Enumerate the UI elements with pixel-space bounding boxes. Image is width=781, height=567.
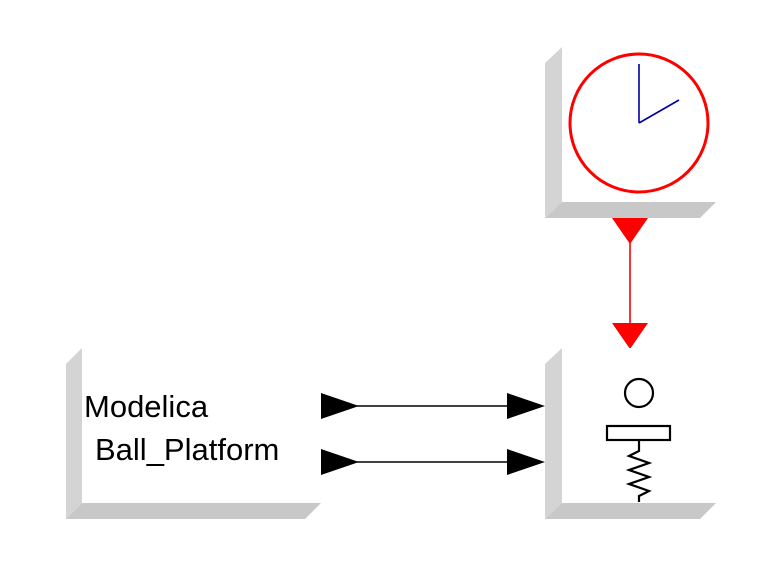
modelica-block-bevel-left bbox=[66, 348, 82, 519]
modelica-output-port-1[interactable] bbox=[321, 393, 359, 419]
clock-icon bbox=[568, 52, 710, 194]
clock-minute-hand bbox=[638, 99, 680, 124]
event-output-port[interactable] bbox=[612, 218, 648, 244]
clock-block-bevel-bottom bbox=[545, 202, 716, 218]
ball-spring-block-bevel-left bbox=[545, 348, 562, 519]
regular-link-1[interactable] bbox=[321, 393, 545, 419]
ball-spring-block[interactable] bbox=[545, 348, 716, 519]
clock-face-ring bbox=[568, 52, 710, 194]
clock-block[interactable] bbox=[545, 47, 716, 218]
modelica-label-line1: Modelica bbox=[84, 389, 209, 424]
event-input-port[interactable] bbox=[612, 323, 648, 349]
ball-spring-block-bevel-bottom bbox=[545, 503, 716, 519]
spring-icon bbox=[625, 440, 653, 502]
event-link[interactable] bbox=[612, 218, 648, 349]
ball-spring-input-port-1[interactable] bbox=[507, 393, 545, 419]
ball-spring-input-port-2[interactable] bbox=[507, 449, 545, 475]
modelica-block-face bbox=[82, 348, 321, 503]
ball-icon bbox=[623, 377, 655, 409]
modelica-label-line2: Ball_Platform bbox=[95, 432, 279, 467]
ball-spring-icon bbox=[605, 377, 672, 502]
platform-icon bbox=[605, 424, 672, 442]
modelica-output-port-2[interactable] bbox=[321, 449, 359, 475]
regular-link-2[interactable] bbox=[321, 449, 545, 475]
clock-block-bevel-left bbox=[545, 47, 562, 218]
modelica-block[interactable]: Modelica Ball_Platform bbox=[66, 348, 321, 519]
modelica-block-bevel-bottom bbox=[66, 503, 321, 519]
